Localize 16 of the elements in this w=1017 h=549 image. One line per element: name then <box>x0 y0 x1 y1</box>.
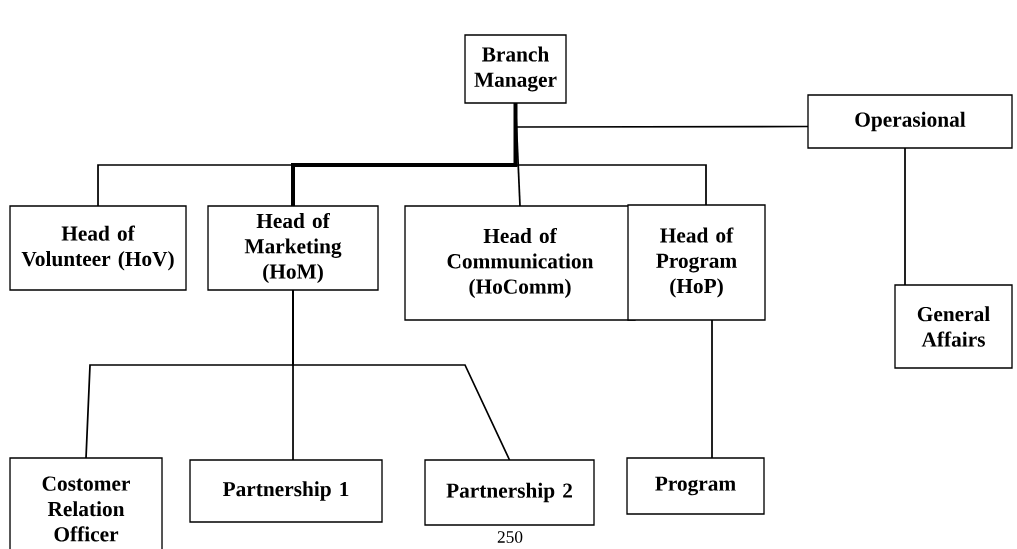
org-box: Head of Volunteer (HoV) <box>9 205 187 291</box>
org-box: Branch Manager <box>464 34 567 104</box>
org-box: Partnership 2 <box>424 459 595 526</box>
org-box: Operasional <box>807 94 1013 149</box>
org-box: Head of Program (HoP) <box>627 204 766 321</box>
connector-line <box>904 147 906 286</box>
connector-line <box>292 289 511 461</box>
org-box: Head of Communication (HoComm) <box>404 205 636 321</box>
org-box: General Affairs <box>894 284 1013 369</box>
connector-line <box>711 319 713 459</box>
org-box: Program <box>626 457 765 515</box>
org-box: Costomer Relation Officer <box>9 457 163 549</box>
connector-line <box>291 103 518 206</box>
org-box: Partnership 1 <box>189 459 383 523</box>
connector-line <box>514 102 707 206</box>
org-box: Head of Marketing (HoM) <box>207 205 379 291</box>
